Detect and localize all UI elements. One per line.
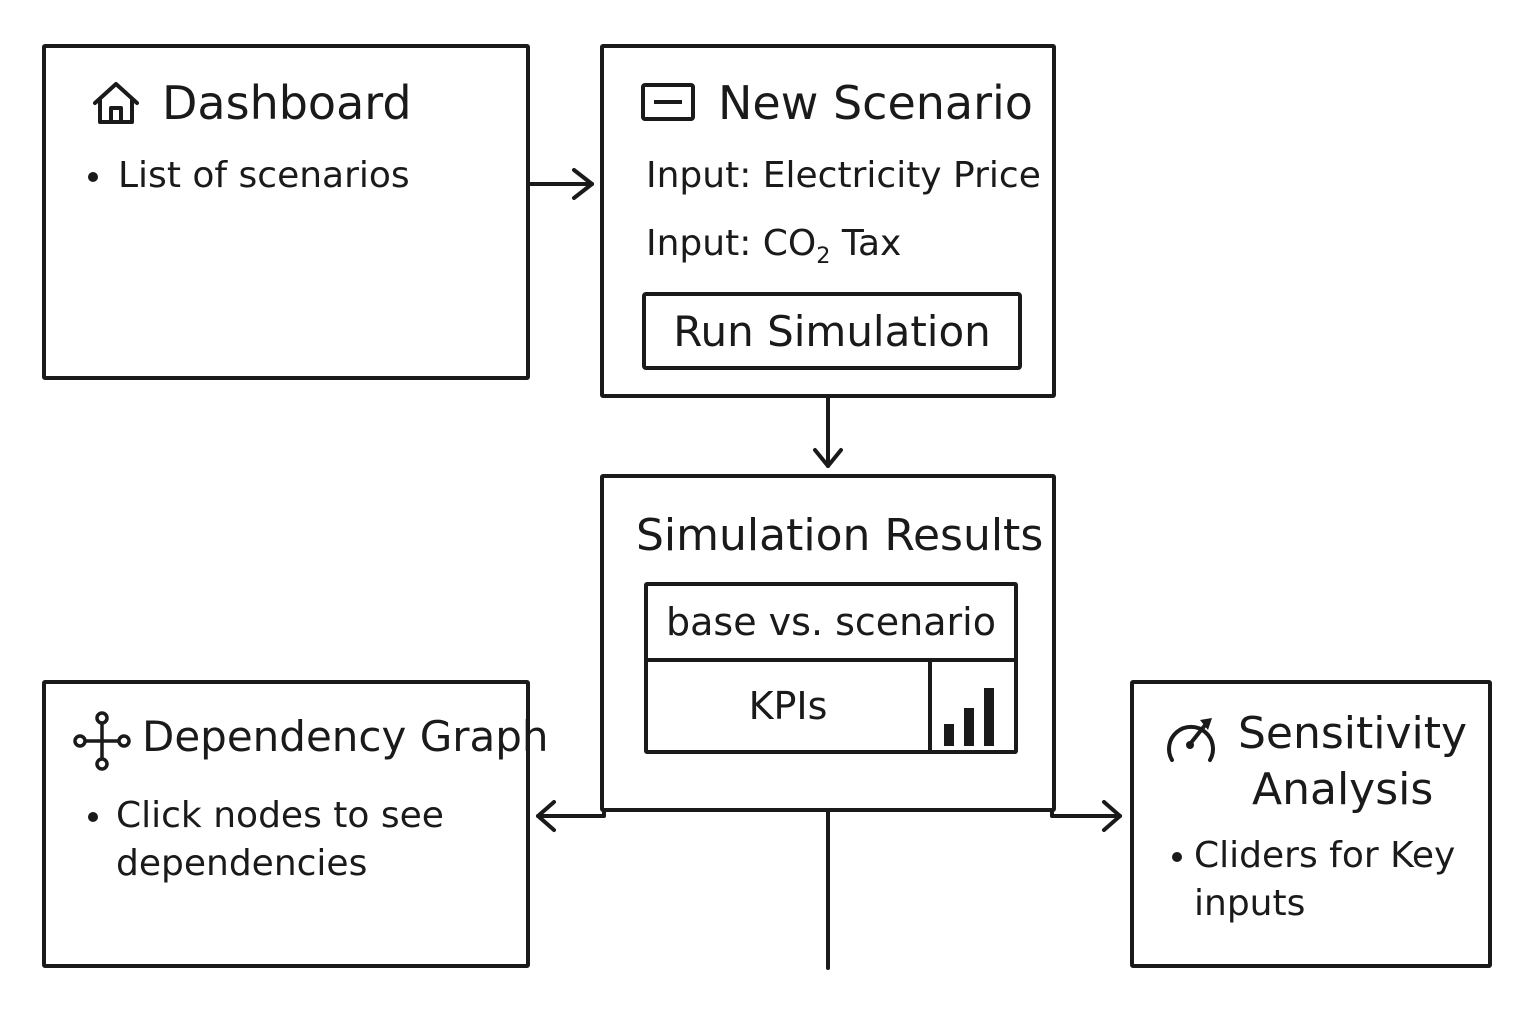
bullet-dot [88,812,98,822]
dependency-item-line1: Click nodes to see [116,795,444,836]
bullet-dot [88,172,98,182]
new-scenario-title: New Scenario [718,76,1033,130]
dashboard-panel[interactable]: Dashboard List of scenarios [42,44,530,380]
sensitivity-title-line2: Analysis [1252,764,1434,815]
arrowhead-results-to-sensitivity [1102,800,1122,832]
simulation-results-title: Simulation Results [636,510,1044,561]
dependency-item-line2: dependencies [116,843,368,884]
dependency-graph-title: Dependency Graph [142,712,549,761]
sensitivity-item-line2: inputs [1194,883,1306,924]
arrowhead-dashboard-to-scenario [572,168,594,200]
dashboard-title: Dashboard [162,76,412,130]
sensitivity-title-line1: Sensitivity [1238,708,1468,759]
graph-nodes-icon [73,711,131,771]
sensitivity-item-line1: Cliders for Key [1194,835,1456,876]
results-table: base vs. scenario KPIs [644,582,1018,754]
run-simulation-button[interactable]: Run Simulation [642,292,1022,370]
input-co2-suffix: Tax [830,223,902,264]
simulation-results-panel: Simulation Results base vs. scenario KPI… [600,474,1056,812]
comparison-label: base vs. scenario [648,586,1014,662]
arrowhead-results-to-dependency [536,800,556,832]
arrowhead-scenario-to-results [813,448,843,468]
dashboard-item-scenarios[interactable]: List of scenarios [118,155,410,196]
input-electricity-price[interactable]: Input: Electricity Price [646,155,1041,196]
input-co2-subscript: 2 [816,243,831,270]
home-icon [93,82,139,124]
input-co2-tax[interactable]: Input: CO2 Tax [646,220,901,268]
bar-chart-icon [944,688,994,746]
dependency-graph-panel: Dependency Graph Click nodes to see depe… [42,680,549,968]
new-scenario-panel: New Scenario Input: Electricity Price In… [600,44,1056,398]
bullet-dot [1172,852,1182,862]
kpis-label: KPIs [648,662,932,750]
form-icon [641,83,695,121]
input-co2-prefix: Input: CO [646,223,817,264]
gauge-icon [1167,718,1215,762]
sensitivity-analysis-panel: Sensitivity Analysis Cliders for Key inp… [1130,680,1492,968]
